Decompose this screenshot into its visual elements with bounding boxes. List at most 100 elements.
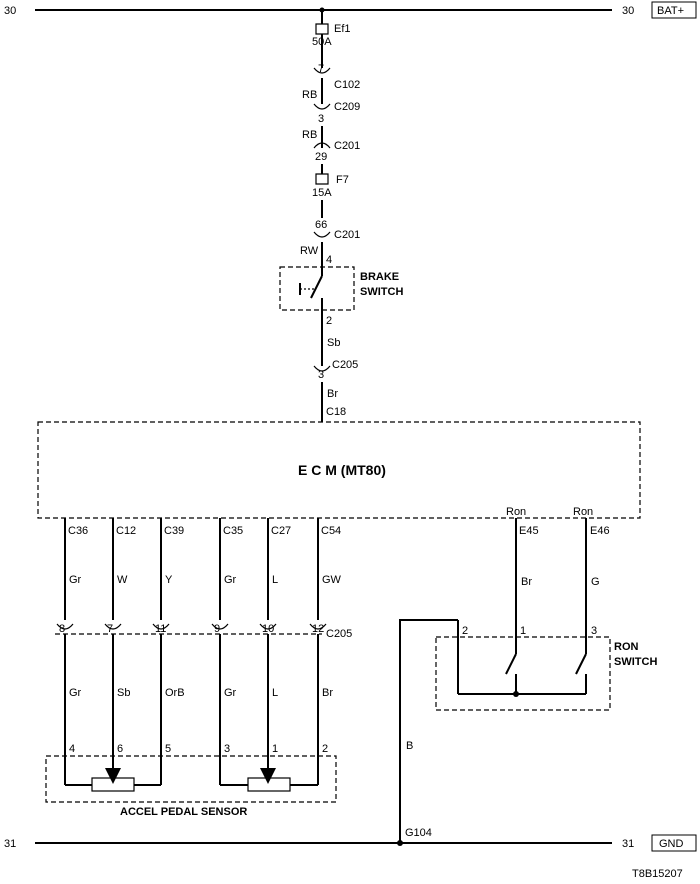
connector-c205-top-icon <box>313 365 331 372</box>
ron-label-2: Ron <box>573 506 593 518</box>
fuse-ef1-rating: 50A <box>312 36 332 48</box>
ron-switch-circuit: Ron Ron E45 E46 Br G 1 3 2 RON SWITCH B <box>399 506 657 843</box>
bat-rail: 30 30 BAT+ <box>4 1 697 19</box>
connector-c209-icon <box>313 103 331 110</box>
ecm-pin-in: C18 <box>326 406 346 418</box>
ron-pin-e46: E46 <box>590 525 610 537</box>
sensor-pin-number: 4 <box>69 743 75 755</box>
fuse-ef1-name: Ef1 <box>334 23 351 35</box>
c205-pin-icon <box>56 623 74 630</box>
c205-pin-icon <box>259 623 277 630</box>
c205-top-name: C205 <box>332 359 358 371</box>
bat-rail-right-num: 30 <box>622 5 634 17</box>
sensor-wire-color: L <box>272 687 278 699</box>
c201a-name: C201 <box>334 140 360 152</box>
ecm-pin-label: C27 <box>271 525 291 537</box>
c205-pin-number: 12 <box>312 623 324 635</box>
ecm-wire-color: GW <box>322 574 342 586</box>
figure-code: T8B15207 <box>632 868 683 880</box>
potentiometer-1-icon <box>91 777 135 792</box>
potentiometer-2-icon <box>247 777 291 792</box>
c205-pin-icon <box>211 623 229 630</box>
sensor-wire-color: Br <box>322 687 333 699</box>
ecm-pin-label: C35 <box>223 525 243 537</box>
ron-wire-1: Br <box>521 576 532 588</box>
brake-feed-circuit: Ef1 50A 7 C102 RB C209 3 RB C201 29 F7 1… <box>279 10 403 422</box>
gnd-tag-box <box>651 834 697 852</box>
gnd-rail-right-num: 31 <box>622 838 634 850</box>
ecm-wire-color: L <box>272 574 278 586</box>
ecm-wire-color: W <box>117 574 128 586</box>
sensor-pin-number: 3 <box>224 743 230 755</box>
brake-wire-out: Sb <box>327 337 340 349</box>
brake-switch-name-2: SWITCH <box>360 286 403 298</box>
ecm-title: E C M (MT80) <box>298 462 386 478</box>
ecm-pin-label: C39 <box>164 525 184 537</box>
ron-wire-2: G <box>591 576 600 588</box>
fuse-f7-icon <box>315 173 329 185</box>
sensor-wire-color: Gr <box>224 687 237 699</box>
ecm-wire-color: Y <box>165 574 173 586</box>
brake-switch-box <box>279 266 355 311</box>
ecm-pin-label: C54 <box>321 525 341 537</box>
c205-pin-icon <box>152 623 170 630</box>
c201b-name: C201 <box>334 229 360 241</box>
c201a-wire: RB <box>302 129 317 141</box>
bat-rail-left-num: 30 <box>4 5 16 17</box>
sensor-wire-color: Sb <box>117 687 130 699</box>
brake-switch-name-1: BRAKE <box>360 271 399 283</box>
accel-pedal-sensor: ACCEL PEDAL SENSOR <box>45 755 337 818</box>
sensor-pin-number: 6 <box>117 743 123 755</box>
c205-pin-number: 9 <box>214 623 220 635</box>
ecm-box <box>37 421 641 519</box>
ron-switch-name-1: RON <box>614 641 639 653</box>
c205-pin-number: 7 <box>107 623 113 635</box>
ron-junction-dot <box>513 691 519 697</box>
c209-pin: 3 <box>318 113 324 125</box>
fuse-f7-rating: 15A <box>312 187 332 199</box>
c205-pin-number: 11 <box>155 623 166 635</box>
gnd-rail-left-num: 31 <box>4 838 16 850</box>
c201a-pin: 29 <box>315 151 327 163</box>
bat-tag-box <box>651 1 697 19</box>
fuse-f7-name: F7 <box>336 174 349 186</box>
brake-wire-in: RW <box>300 245 319 257</box>
ground-junction-dot <box>397 840 403 846</box>
ron-pin-e45: E45 <box>519 525 539 537</box>
ecm-wire-in: Br <box>327 388 338 400</box>
c205-pin-number: 8 <box>59 623 65 635</box>
c102-name: C102 <box>334 79 360 91</box>
connector-c102-icon <box>313 67 331 74</box>
ecm-wire-color: Gr <box>224 574 237 586</box>
accel-sensor-box <box>45 755 337 803</box>
sensor-pin-number: 1 <box>272 743 278 755</box>
sensor-wire-color: OrB <box>165 687 185 699</box>
bat-tag: BAT+ <box>657 5 684 17</box>
c205-pin-icon <box>104 623 122 630</box>
sensor-pin-number: 2 <box>322 743 328 755</box>
ron-switch-name-2: SWITCH <box>614 656 657 668</box>
accel-sensor-name: ACCEL PEDAL SENSOR <box>120 806 247 818</box>
ron-switch-pin-2: 2 <box>462 625 468 637</box>
ecm-module: E C M (MT80) <box>37 421 641 519</box>
sensor-wire-color: Gr <box>69 687 82 699</box>
brake-switch-contact <box>310 275 323 299</box>
ecm-wire-color: Gr <box>69 574 82 586</box>
c205-pin-icon <box>309 623 327 630</box>
gnd-rail: 31 31 GND G104 <box>4 827 697 852</box>
ron-switch-pin-3: 3 <box>591 625 597 637</box>
ron-contact-1 <box>505 653 517 675</box>
ron-label-1: Ron <box>506 506 526 518</box>
sensor-pin-number: 5 <box>165 743 171 755</box>
ground-name: G104 <box>405 827 432 839</box>
gnd-tag: GND <box>659 838 684 850</box>
ron-switch-pin-1: 1 <box>520 625 526 637</box>
ron-switch-box <box>435 636 611 711</box>
connector-c201a-icon <box>313 142 331 149</box>
ecm-pin-label: C12 <box>116 525 136 537</box>
brake-pin-out: 2 <box>326 315 332 327</box>
ground-wire-color: B <box>406 740 413 752</box>
c205-top-pin: 3 <box>318 369 324 381</box>
ron-ground-wire <box>399 619 458 843</box>
